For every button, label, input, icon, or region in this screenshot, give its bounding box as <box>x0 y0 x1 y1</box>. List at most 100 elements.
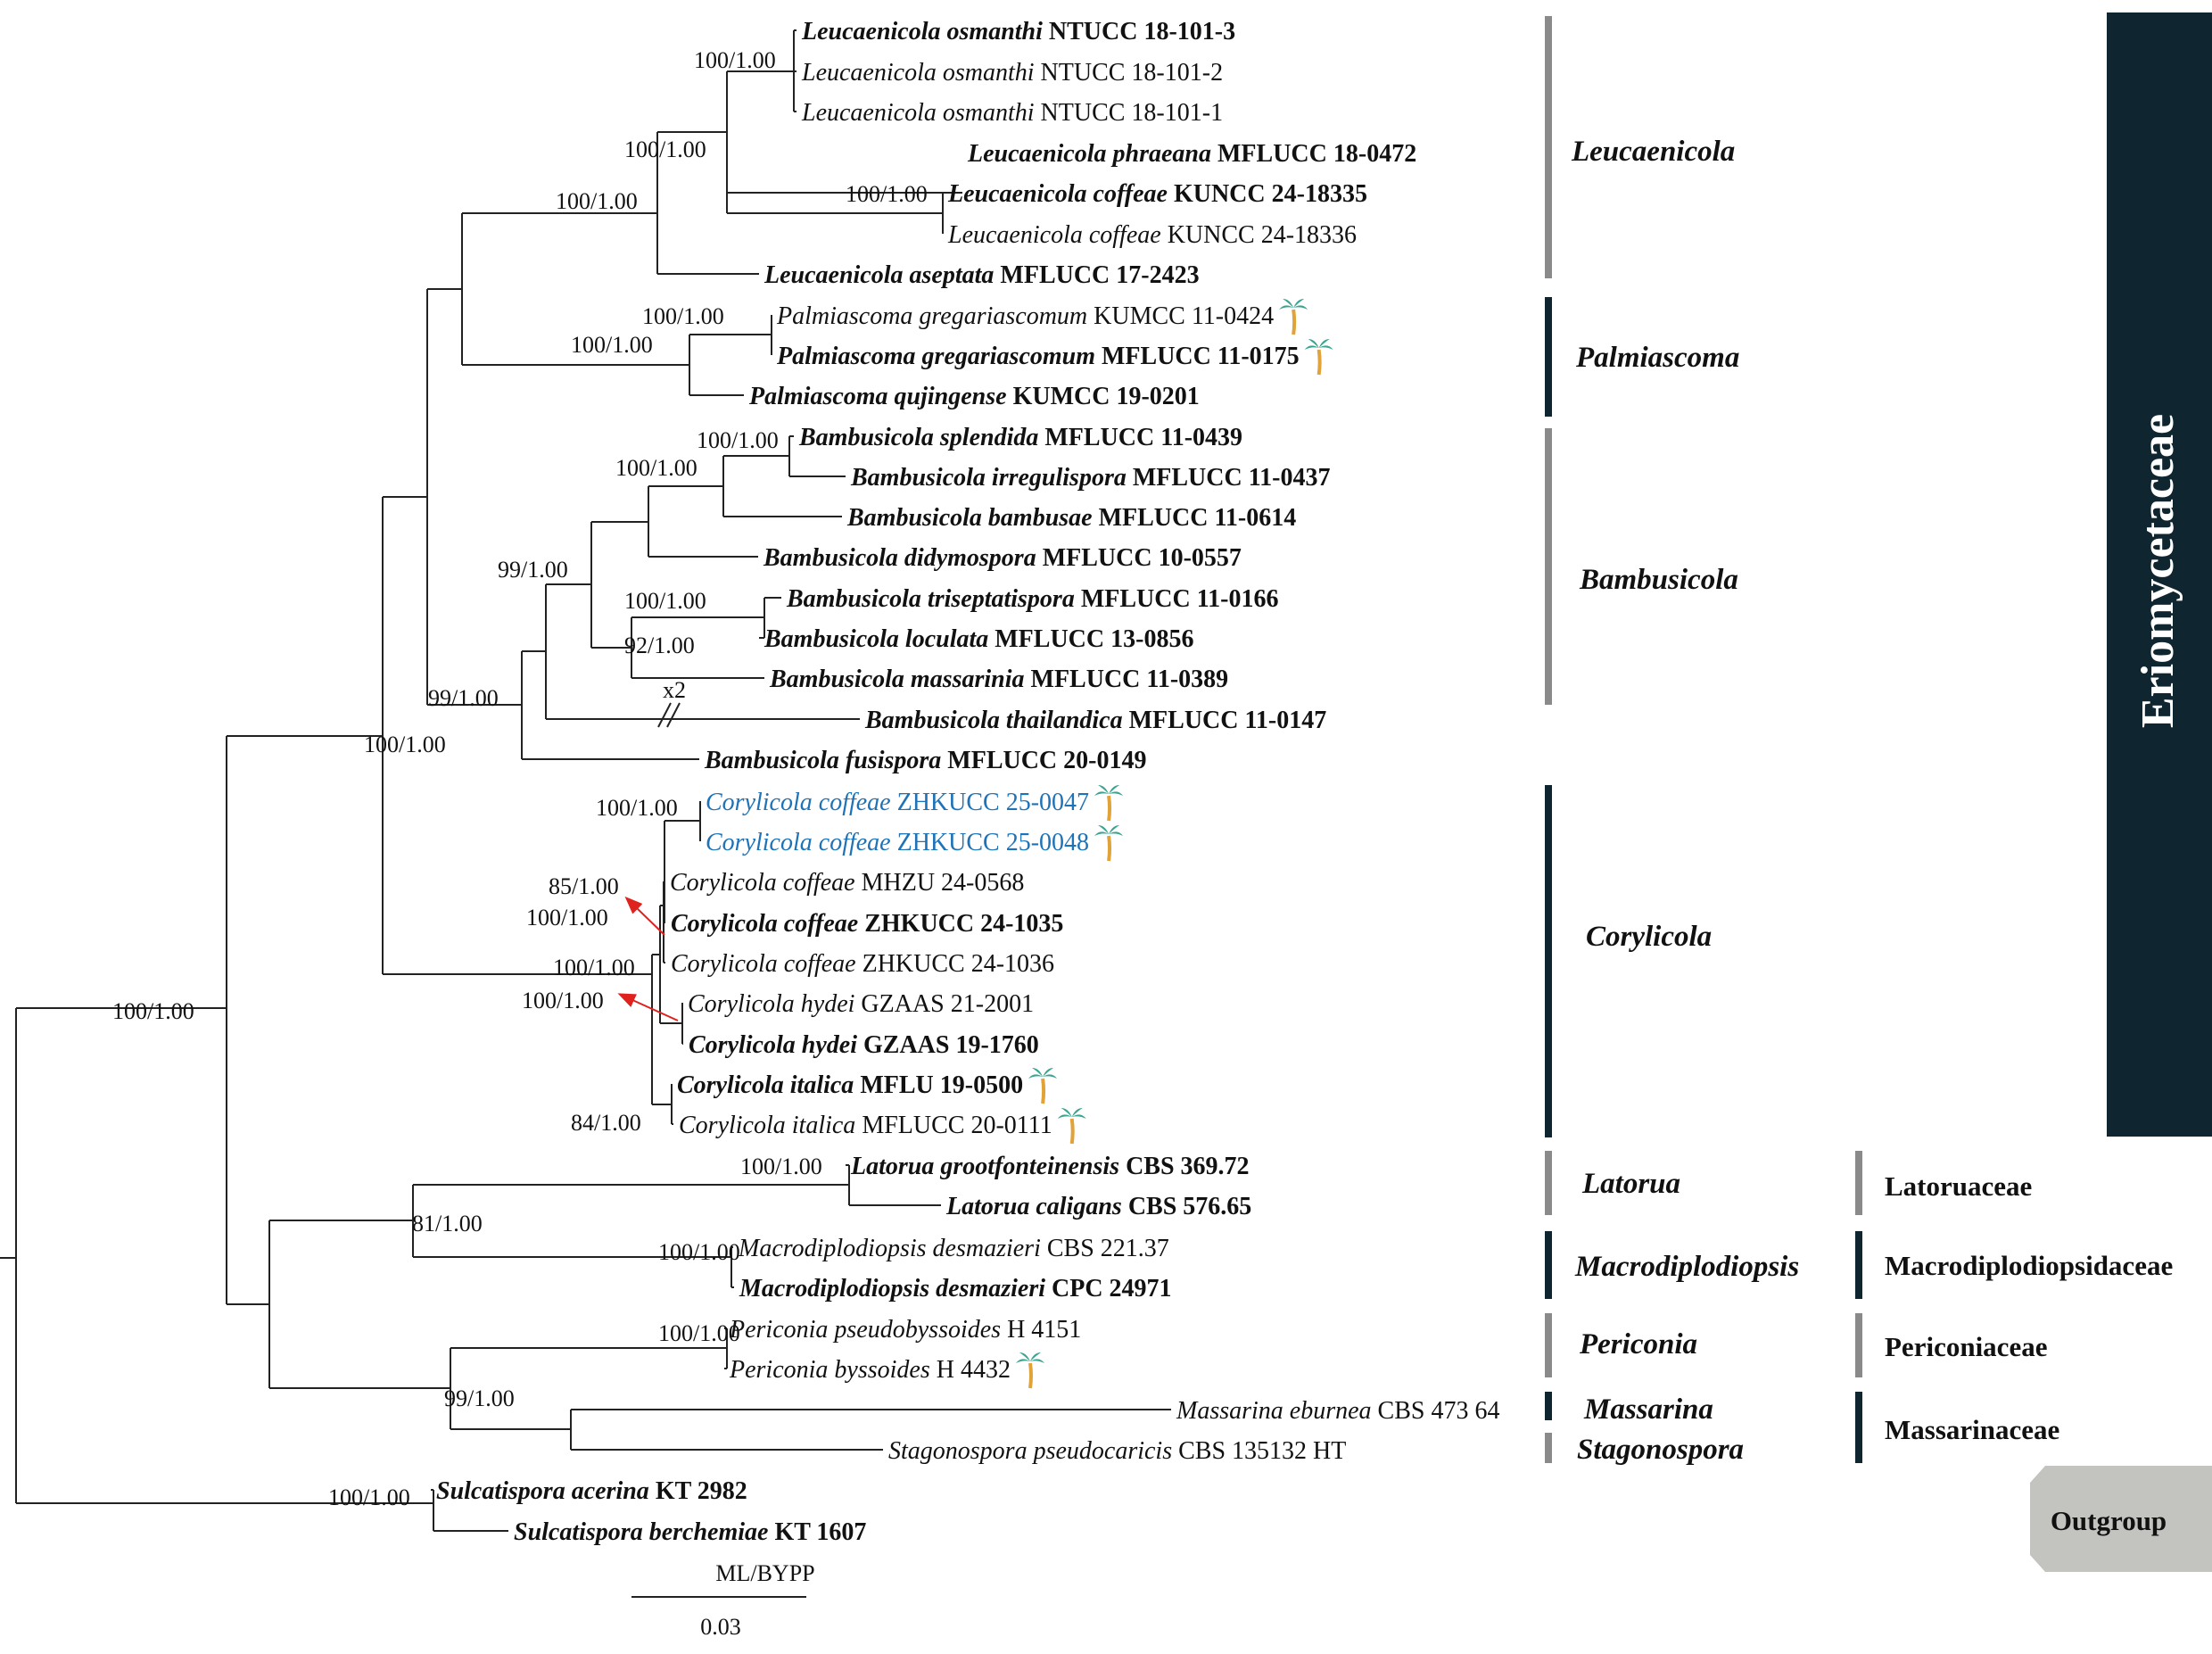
taxon-name: Latorua caligans <box>945 1193 1122 1220</box>
genus-bar <box>1545 1231 1552 1299</box>
genus-label: Bambusicola <box>1579 564 1738 596</box>
taxon-label: Stagonospora pseudocaricis CBS 135132 HT <box>888 1437 1346 1465</box>
taxon-label: Bambusicola thailandica MFLUCC 11-0147 <box>864 707 1326 734</box>
support-value: 100/1.00 <box>522 988 604 1013</box>
support-value: 100/1.00 <box>846 181 928 207</box>
support-values: 100/1.00 100/1.00 100/1.00 100/1.00 100/1.00… <box>112 47 928 1510</box>
arrow <box>617 993 679 1021</box>
taxon-label: Bambusicola irregulispora MFLUCC 11-0437 <box>850 464 1331 492</box>
taxon-strain: MFLUCC 11-0175 <box>1095 343 1300 370</box>
genus-bar <box>1545 297 1552 417</box>
taxon-name: Bambusicola bambusae <box>846 504 1093 532</box>
annotation-arrows <box>617 896 679 1021</box>
taxon-name: Leucaenicola aseptata <box>763 261 994 289</box>
family-label: Macrodiplodiopsidaceae <box>1885 1250 2173 1281</box>
taxon-label: Bambusicola massarinia MFLUCC 11-0389 <box>769 666 1228 693</box>
taxon-strain: MFLUCC 11-0614 <box>1093 504 1297 532</box>
taxon-name: Corylicola italica <box>677 1071 854 1099</box>
taxon-strain: ZHKUCC 25-0047 <box>891 789 1089 816</box>
taxon-name: Bambusicola splendida <box>798 424 1038 451</box>
genus-label: Corylicola <box>1586 921 1712 953</box>
taxon-strain: MFLUCC 13-0856 <box>988 625 1193 653</box>
taxon-label: Leucaenicola coffeae KUNCC 24-18336 <box>947 221 1357 249</box>
taxon-label: Corylicola coffeae ZHKUCC 25-0047 <box>706 789 1089 816</box>
taxon-strain: CBS 135132 HT <box>1172 1437 1346 1465</box>
taxon-name: Corylicola hydei <box>688 990 854 1018</box>
taxon-strain: MFLUCC 11-0439 <box>1038 424 1242 451</box>
taxon-label: Sulcatispora acerina KT 2982 <box>436 1477 747 1505</box>
arrow <box>624 896 665 936</box>
support-value: 100/1.00 <box>112 998 194 1024</box>
palm-tree-icon <box>1028 1068 1058 1104</box>
taxon-strain: CBS 221.37 <box>1041 1235 1169 1262</box>
family-label: Periconiaceae <box>1885 1331 2047 1362</box>
taxon-name: Periconia pseudobyssoides <box>729 1316 1001 1344</box>
taxon-label: Corylicola coffeae MHZU 24-0568 <box>670 869 1024 897</box>
support-value: 100/1.00 <box>553 955 635 980</box>
taxon-label: Periconia pseudobyssoides H 4151 <box>729 1316 1081 1344</box>
palm-tree-icon <box>1279 299 1308 335</box>
genus-clade-bars: LeucaenicolaPalmiascomaBambusicolaCoryli… <box>1545 16 1799 1466</box>
taxon-strain: H 4432 <box>930 1356 1011 1384</box>
taxon-strain: KUNCC 24-18336 <box>1161 221 1357 249</box>
support-value: 99/1.00 <box>498 557 568 583</box>
taxon-strain: MFLUCC 20-0149 <box>941 747 1146 774</box>
taxon-name: Latorua grootfonteinensis <box>850 1153 1119 1180</box>
taxon-label: Bambusicola loculata MFLUCC 13-0856 <box>763 625 1193 653</box>
support-value: 92/1.00 <box>624 633 695 658</box>
scale-legend: ML/BYPP <box>715 1560 814 1586</box>
taxon-strain: ZHKUCC 24-1036 <box>856 950 1054 978</box>
palm-tree-icon <box>1094 785 1124 822</box>
genus-bar <box>1545 1313 1552 1377</box>
taxon-labels: Leucaenicola osmanthi NTUCC 18-101-3Leuc… <box>436 18 1499 1546</box>
support-value: 100/1.00 <box>642 303 724 329</box>
taxon-name: Bambusicola massarinia <box>769 666 1025 693</box>
taxon-label: Palmiascoma qujingense KUMCC 19-0201 <box>748 383 1200 410</box>
taxon-label: Palmiascoma gregariascomum MFLUCC 11-017… <box>776 343 1300 370</box>
genus-bar <box>1545 1392 1552 1420</box>
support-value: 84/1.00 <box>571 1110 641 1136</box>
support-value: 85/1.00 <box>549 873 619 899</box>
family-label: Massarinaceae <box>1885 1414 2059 1445</box>
palm-tree-icon <box>1015 1352 1044 1389</box>
taxon-name: Sulcatispora berchemiae <box>514 1518 768 1546</box>
tree-branches <box>0 29 1171 1532</box>
taxon-name: Palmiascoma gregariascomum <box>776 343 1095 370</box>
taxon-label: Massarina eburnea CBS 473 64 <box>1176 1397 1499 1425</box>
taxon-name: Leucaenicola coffeae <box>947 221 1161 249</box>
taxon-label: Bambusicola splendida MFLUCC 11-0439 <box>798 424 1242 451</box>
genus-label: Macrodiplodiopsis <box>1574 1251 1799 1283</box>
taxon-name: Macrodiplodiopsis desmazieri <box>738 1235 1041 1262</box>
taxon-strain: MFLUCC 11-0166 <box>1075 585 1279 613</box>
support-value: 100/1.00 <box>328 1484 410 1510</box>
taxon-label: Latorua caligans CBS 576.65 <box>945 1193 1251 1220</box>
taxon-label: Latorua grootfonteinensis CBS 369.72 <box>850 1153 1250 1180</box>
taxon-strain: NTUCC 18-101-1 <box>1035 99 1224 127</box>
taxon-name: Leucaenicola osmanthi <box>801 99 1035 127</box>
taxon-label: Corylicola italica MFLUCC 20-0111 <box>679 1112 1052 1139</box>
family-bar <box>1855 1313 1862 1377</box>
family-bar <box>1855 1151 1862 1215</box>
taxon-name: Corylicola coffeae <box>706 789 891 816</box>
support-value: 100/1.00 <box>364 732 446 757</box>
taxon-strain: KUMCC 19-0201 <box>1007 383 1200 410</box>
taxon-label: Bambusicola bambusae MFLUCC 11-0614 <box>846 504 1296 532</box>
taxon-label: Periconia byssoides H 4432 <box>729 1356 1011 1384</box>
genus-label: Stagonospora <box>1577 1434 1744 1466</box>
support-value: 100/1.00 <box>526 905 608 930</box>
taxon-strain: MFLUCC 18-0472 <box>1211 140 1416 168</box>
support-value: 99/1.00 <box>428 685 499 711</box>
taxon-strain: MFLUCC 20-0111 <box>855 1112 1052 1139</box>
taxon-name: Corylicola coffeae <box>706 829 891 856</box>
taxon-strain: KT 1607 <box>768 1518 866 1546</box>
family-label: Latoruaceae <box>1885 1170 2032 1202</box>
genus-label: Palmiascoma <box>1575 342 1739 374</box>
taxon-name: Macrodiplodiopsis desmazieri <box>739 1275 1045 1303</box>
taxon-strain: KUNCC 24-18335 <box>1168 180 1367 208</box>
support-value: 100/1.00 <box>658 1239 740 1265</box>
taxon-strain: NTUCC 18-101-2 <box>1035 59 1224 87</box>
taxon-strain: CPC 24971 <box>1045 1275 1172 1303</box>
support-value: 100/1.00 <box>697 427 779 453</box>
